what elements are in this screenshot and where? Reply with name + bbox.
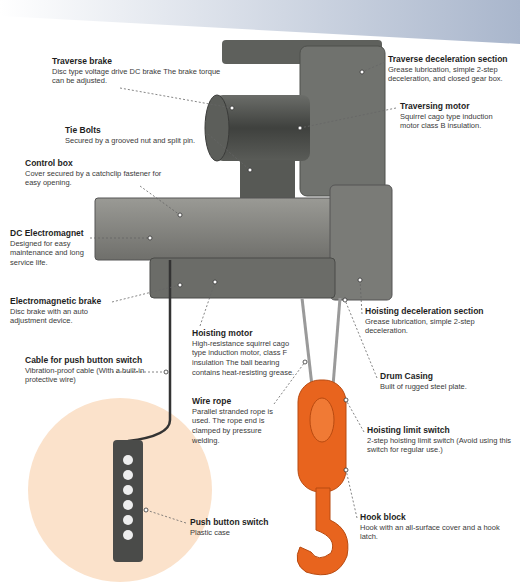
part-description: High-resistance squirrel cago type induc… — [192, 339, 304, 378]
rail-beam — [0, 0, 520, 44]
sheave — [310, 398, 334, 442]
part-name: DC Electromagnet — [10, 228, 90, 239]
part-name: Traversing motor — [400, 101, 512, 112]
button — [123, 515, 133, 525]
part-name: Tie Bolts — [65, 125, 210, 136]
callout: Drum CasingBuilt of rugged steel plate. — [380, 371, 510, 391]
callout: Control boxCover secured by a catchclip … — [25, 158, 175, 188]
part-description: Grease lubrication, simple 2-step decele… — [388, 65, 515, 85]
part-name: Hoisting deceleration section — [365, 306, 510, 317]
callout: Traverse brakeDisc type voltage drive DC… — [52, 56, 227, 86]
button — [123, 455, 133, 465]
part-name: Traverse deceleration section — [388, 54, 515, 65]
part-description: Secured by a grooved nut and split pin. — [65, 136, 210, 146]
motor-mount — [240, 160, 295, 200]
callout: Push button switchPlastic case — [190, 517, 285, 537]
part-description: Vibration-proof cable (With a built-in p… — [25, 366, 160, 386]
part-description: Cover secured by a catchclip fastener fo… — [25, 169, 175, 189]
button — [123, 485, 133, 495]
button — [123, 470, 133, 480]
part-name: Traverse brake — [52, 56, 227, 67]
part-description: Grease lubrication, simple 2-step decele… — [365, 317, 510, 337]
part-description: Plastic case — [190, 528, 285, 538]
hook-block — [298, 380, 346, 492]
part-description: Hook with an all-surface cover and a hoo… — [360, 523, 510, 543]
callout: Electromagnetic brakeDisc brake with an … — [10, 296, 120, 326]
part-description: Built of rugged steel plate. — [380, 382, 510, 392]
control-box — [95, 198, 335, 260]
part-description: 2-step hoisting limit switch (Avoid usin… — [367, 436, 512, 456]
callout: Traversing motorSquirrel cago type induc… — [400, 101, 512, 131]
part-description: Squirrel cago type induction motor class… — [400, 112, 512, 132]
part-name: Wire rope — [192, 396, 274, 407]
callout: Hoisting limit switch2-step hoisting lim… — [367, 425, 512, 455]
push-button-pendant — [113, 440, 143, 562]
traverse-gearbox — [300, 46, 385, 196]
pendant-highlight — [28, 398, 212, 582]
callout: Hoisting motorHigh-resistance squirrel c… — [192, 328, 304, 378]
callout: DC ElectromagnetDesigned for easy mainte… — [10, 228, 90, 268]
pendant-cable — [128, 260, 170, 441]
part-name: Hoisting motor — [192, 328, 304, 339]
part-description: Parallel stranded rope is used. The rope… — [192, 407, 274, 446]
callout: Traverse deceleration sectionGrease lubr… — [388, 54, 515, 84]
part-name: Hook block — [360, 512, 510, 523]
part-description: Disc type voltage drive DC brake The bra… — [52, 67, 227, 87]
callout: Hoisting deceleration sectionGrease lubr… — [365, 306, 510, 336]
part-name: Cable for push button switch — [25, 355, 160, 366]
part-description: Designed for easy maintenance and long s… — [10, 239, 90, 268]
hook — [297, 488, 348, 575]
part-name: Push button switch — [190, 517, 285, 528]
callout: Tie BoltsSecured by a grooved nut and sp… — [65, 125, 210, 145]
part-name: Electromagnetic brake — [10, 296, 120, 307]
motor-endcap — [205, 95, 229, 161]
callout: Hook blockHook with an all-surface cover… — [360, 512, 510, 542]
callout: Cable for push button switchVibration-pr… — [25, 355, 160, 385]
wire-rope — [333, 298, 340, 386]
part-name: Control box — [25, 158, 175, 169]
part-name: Hoisting limit switch — [367, 425, 512, 436]
wire-rope — [302, 298, 312, 386]
callout: Wire ropeParallel stranded rope is used.… — [192, 396, 274, 446]
part-description: Disc brake with an auto adjustment devic… — [10, 307, 120, 327]
leader-lines — [90, 62, 396, 523]
drum-casing — [150, 258, 335, 298]
hoist-gearbox — [330, 185, 392, 300]
button — [123, 500, 133, 510]
part-name: Drum Casing — [380, 371, 510, 382]
button — [123, 530, 133, 540]
